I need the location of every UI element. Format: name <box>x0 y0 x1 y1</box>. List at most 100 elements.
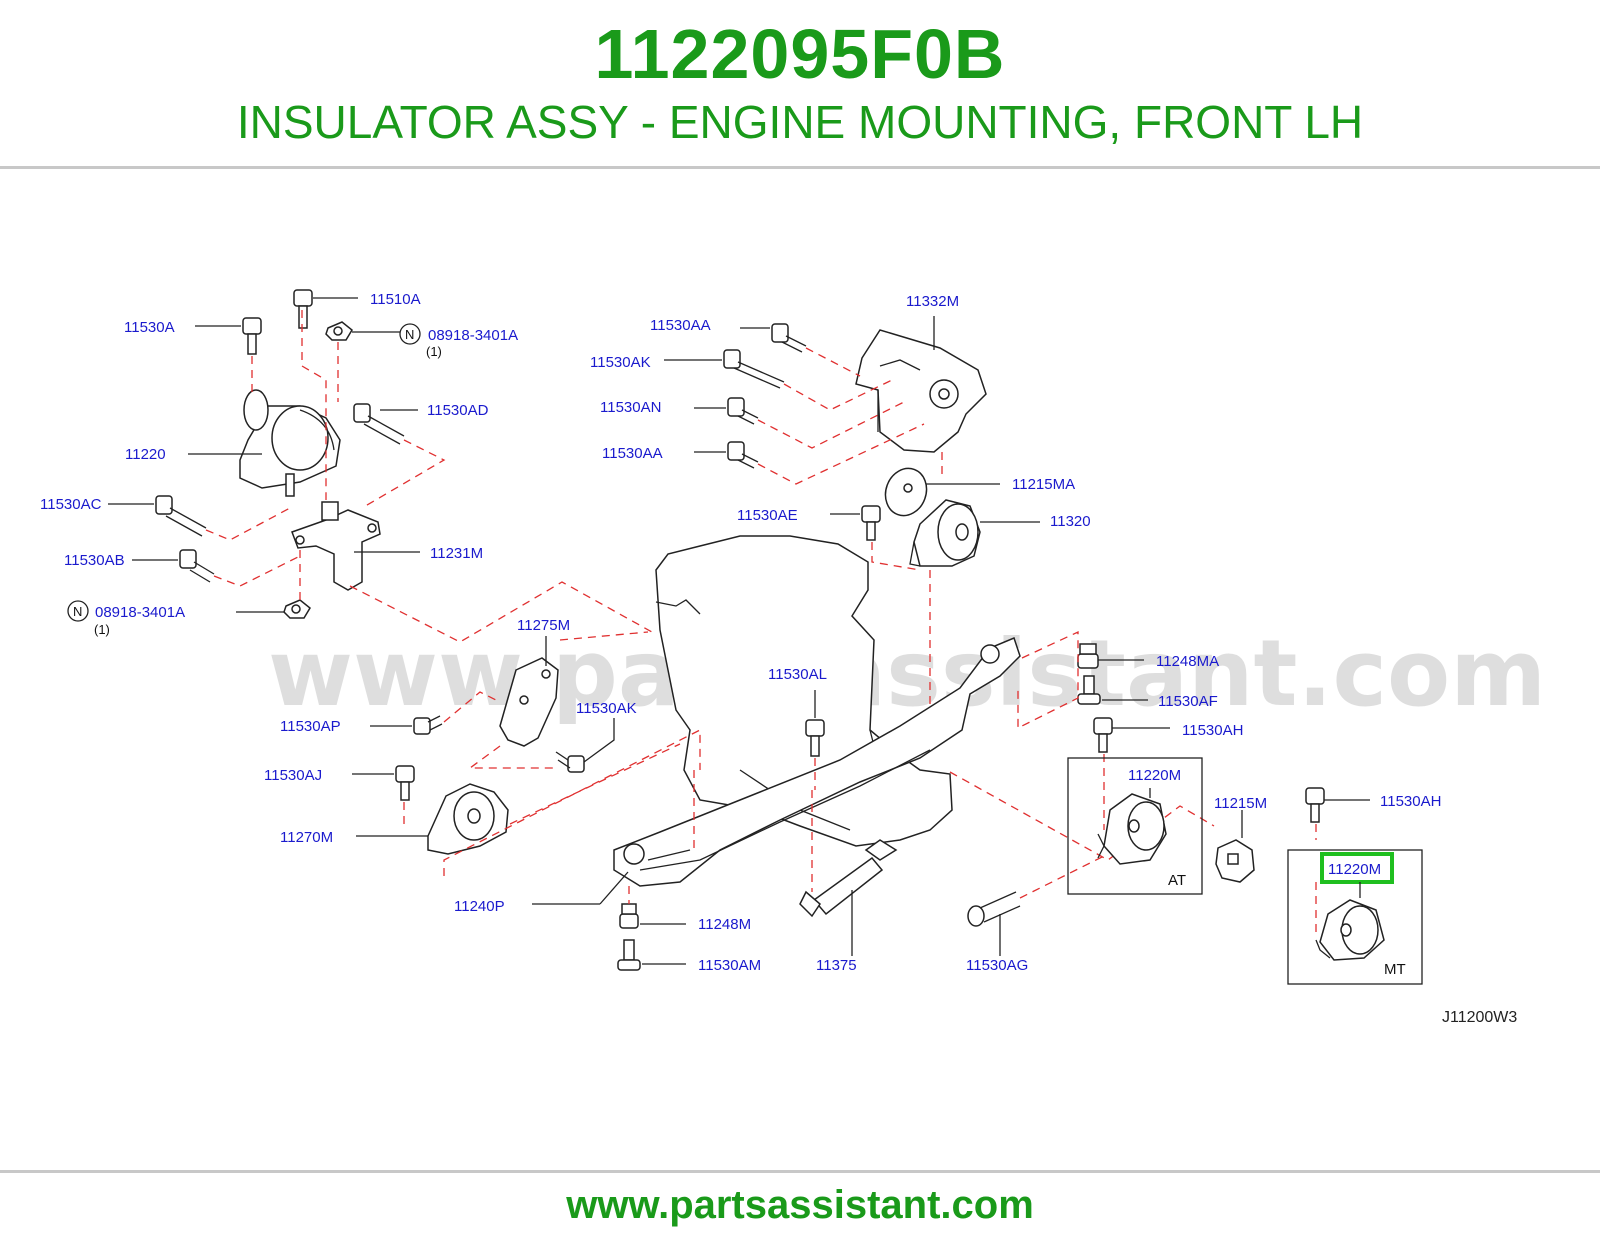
n-marker-bottom-icon <box>67 600 89 622</box>
leader-11240p <box>599 871 629 905</box>
callout-08918-top[interactable]: 08918-3401A <box>428 327 518 344</box>
dash-mid-1 <box>443 691 501 723</box>
bolt-11530aa-bot-icon[interactable] <box>727 441 759 469</box>
dash-left-4 <box>361 439 446 509</box>
header-divider <box>0 166 1600 169</box>
dash-center-1 <box>805 347 861 377</box>
bracket-11332m-icon[interactable] <box>855 329 987 453</box>
page-header: 1122095F0B INSULATOR ASSY - ENGINE MOUNT… <box>0 0 1600 168</box>
bolt-11530al-icon[interactable] <box>805 719 825 757</box>
callout-11530ap[interactable]: 11530AP <box>280 718 341 735</box>
leader-11530ak-mid <box>583 718 615 763</box>
callout-11248m[interactable]: 11248M <box>698 916 751 933</box>
insulator-11270m-icon[interactable] <box>427 783 509 855</box>
callout-11220m-at[interactable]: 11220M <box>1128 767 1181 784</box>
crossmember-11240p-icon[interactable] <box>613 636 1021 887</box>
bolt-11530ak-mid-icon[interactable] <box>555 751 585 773</box>
callout-11530af[interactable]: 11530AF <box>1158 693 1218 710</box>
callout-11530aa-bot[interactable]: 11530AA <box>602 445 663 462</box>
bracket-11231m-icon[interactable] <box>291 501 381 591</box>
callout-11332m[interactable]: 11332M <box>906 293 959 310</box>
dash-mid-11 <box>949 771 1215 861</box>
callout-11530ah-top[interactable]: 11530AH <box>1182 722 1243 739</box>
bolt-11530an-icon[interactable] <box>727 397 759 425</box>
nut-bottom-icon[interactable] <box>283 599 311 619</box>
footer-divider <box>0 1170 1600 1173</box>
dash-left-6 <box>213 555 301 587</box>
washer-11215ma-icon[interactable] <box>879 463 933 522</box>
callout-11530a[interactable]: 11530A <box>124 319 175 336</box>
callout-08918-bot-qty: (1) <box>94 622 110 637</box>
parts-diagram: www.partsassistant.com 11510A 11530A N 0… <box>0 170 1600 1170</box>
bracket-11275m-icon[interactable] <box>499 657 559 747</box>
rod-11375-icon[interactable] <box>799 839 898 918</box>
callout-11270m[interactable]: 11270M <box>280 829 333 846</box>
diagram-canvas: www.partsassistant.com 11510A 11530A N 0… <box>40 289 1546 1026</box>
bolt-11530ad-icon[interactable] <box>353 403 405 445</box>
callout-11320[interactable]: 11320 <box>1050 513 1091 530</box>
dash-center-2 <box>783 379 893 411</box>
dash-left-8 <box>349 581 653 643</box>
dash-left-5 <box>205 507 291 541</box>
part-description: INSULATOR ASSY - ENGINE MOUNTING, FRONT … <box>236 96 1364 148</box>
callout-11530ae[interactable]: 11530AE <box>737 507 798 524</box>
callout-11530ac[interactable]: 11530AC <box>40 496 102 513</box>
variant-at-label: AT <box>1168 872 1186 889</box>
part-number-title: 1122095F0B <box>594 15 1006 93</box>
callout-11530ah-mt[interactable]: 11530AH <box>1380 793 1441 810</box>
callout-11530am[interactable]: 11530AM <box>698 957 761 974</box>
n-marker-bottom-label: N <box>73 604 82 619</box>
nut-11248ma-icon[interactable] <box>1077 643 1099 669</box>
variant-mt-label: MT <box>1384 961 1406 978</box>
callout-11240p[interactable]: 11240P <box>454 898 505 915</box>
insulator-11220-icon[interactable] <box>239 389 341 497</box>
bolt-11530af-icon[interactable] <box>1077 675 1101 705</box>
callout-11231m[interactable]: 11231M <box>430 545 483 562</box>
callout-11510a[interactable]: 11510A <box>370 291 421 308</box>
callout-11215ma[interactable]: 11215MA <box>1012 476 1075 493</box>
nut-11248m-icon[interactable] <box>619 903 639 929</box>
dash-mid-5 <box>509 743 681 825</box>
callout-11275m[interactable]: 11275M <box>517 617 570 634</box>
dash-right-1 <box>1017 630 1079 730</box>
callout-11220m-mt[interactable]: 11220M <box>1328 861 1381 878</box>
bolt-11530ah-mt-icon[interactable] <box>1305 787 1325 823</box>
bolt-11530ag-icon[interactable] <box>967 891 1021 927</box>
callout-11530al[interactable]: 11530AL <box>768 666 827 683</box>
callout-11248ma[interactable]: 11248MA <box>1156 653 1219 670</box>
nut-top-icon[interactable] <box>325 321 353 341</box>
callout-11530aa-top[interactable]: 11530AA <box>650 317 711 334</box>
insulator-11220m-at-icon[interactable] <box>1097 793 1167 865</box>
highlight-11220m-mt <box>1320 852 1394 884</box>
bracket-11215m-icon[interactable] <box>1215 839 1255 883</box>
callout-11530an[interactable]: 11530AN <box>600 399 661 416</box>
bolt-11530aj-icon[interactable] <box>395 765 415 801</box>
bolt-11530ab-icon[interactable] <box>179 549 215 583</box>
callout-11530ad[interactable]: 11530AD <box>427 402 489 419</box>
footer-site-link[interactable]: www.partsassistant.com <box>566 1183 1034 1227</box>
bolt-11510a-icon[interactable] <box>293 289 313 329</box>
callout-11530aj[interactable]: 11530AJ <box>264 767 322 784</box>
dash-center-3 <box>757 401 905 449</box>
callout-11215m[interactable]: 11215M <box>1214 795 1267 812</box>
bolt-11530aa-top-icon[interactable] <box>771 323 807 353</box>
insulator-11220m-mt-icon[interactable] <box>1315 899 1385 961</box>
bolt-11530am-icon[interactable] <box>617 939 641 971</box>
bolt-11530ae-icon[interactable] <box>861 505 881 541</box>
bolt-11530a-icon[interactable] <box>242 317 262 355</box>
callout-11220[interactable]: 11220 <box>125 446 166 463</box>
callout-08918-bot[interactable]: 08918-3401A <box>95 604 185 621</box>
bolt-11530ap-icon[interactable] <box>413 715 443 735</box>
n-marker-top-label: N <box>405 327 414 342</box>
callout-11375[interactable]: 11375 <box>816 957 857 974</box>
callout-11530ab[interactable]: 11530AB <box>64 552 125 569</box>
watermark-text: www.partsassistant.com <box>268 620 1546 727</box>
insulator-11320-icon[interactable] <box>909 499 981 567</box>
callout-11530ak-mid[interactable]: 11530AK <box>576 700 637 717</box>
callout-11530ak-top[interactable]: 11530AK <box>590 354 651 371</box>
bolt-11530ac-icon[interactable] <box>155 495 207 537</box>
bolt-11530ak-top-icon[interactable] <box>723 349 785 389</box>
bolt-11530ah-top-icon[interactable] <box>1093 717 1113 753</box>
at-variant-box <box>1067 757 1203 895</box>
callout-11530ag[interactable]: 11530AG <box>966 957 1028 974</box>
